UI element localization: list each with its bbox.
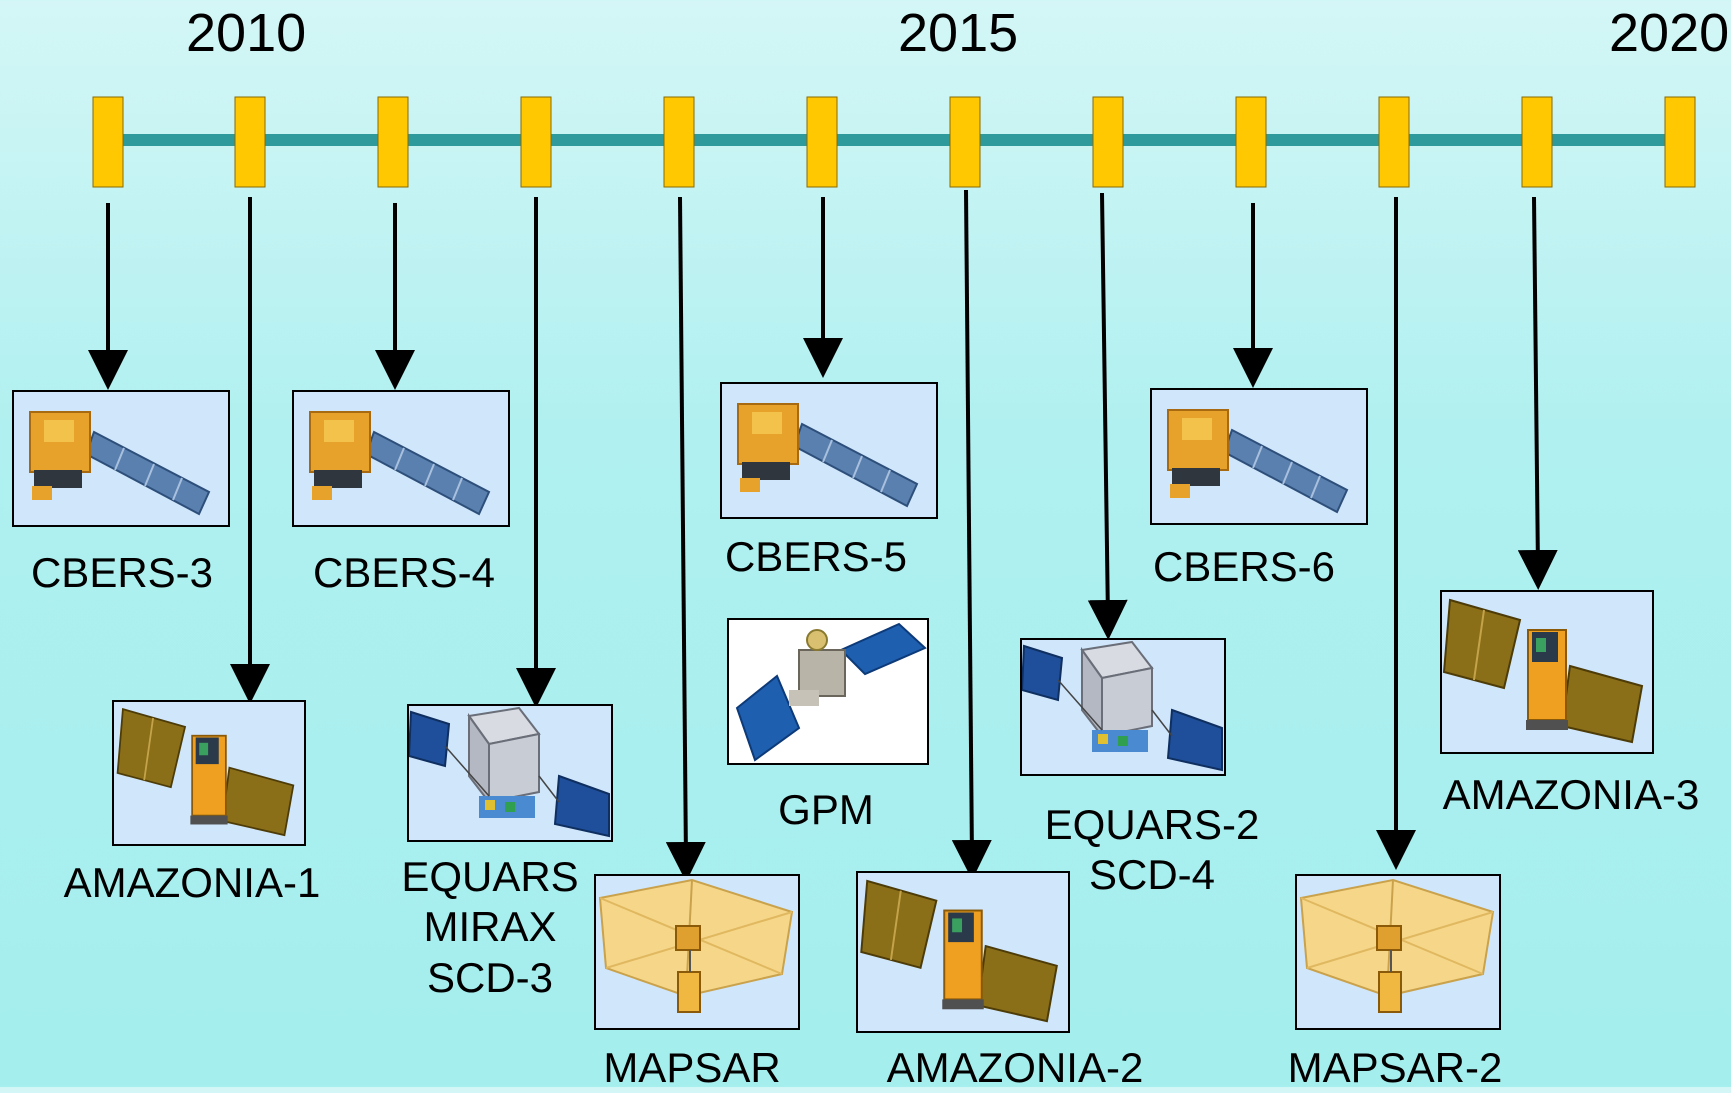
cbers-satellite-icon [309, 411, 491, 516]
gpm-image [727, 618, 929, 765]
amazonia-satellite-icon [1442, 598, 1644, 744]
amazonia2-image [856, 871, 1070, 1033]
label-cbers4: CBERS-4 [312, 549, 496, 596]
year-marker [806, 96, 838, 188]
year-marker [1521, 96, 1553, 188]
year-2020: 2020 [1609, 3, 1730, 63]
amazonia1-image [112, 700, 306, 846]
year-markers [92, 96, 1696, 188]
year-marker [949, 96, 981, 188]
label-cbers6: CBERS-6 [1152, 543, 1336, 590]
year-marker [92, 96, 124, 188]
amazonia-satellite-icon [116, 707, 295, 837]
label-amazonia3: AMAZONIA-3 [1442, 771, 1700, 818]
gpm-satellite-icon [735, 622, 927, 762]
launch-arrows [88, 189, 1558, 882]
mapsar2-image [1295, 874, 1501, 1030]
label-amazonia2: AMAZONIA-2 [886, 1044, 1144, 1091]
label-equars: EQUARS MIRAX SCD-3 [401, 853, 579, 1001]
year-marker [663, 96, 695, 188]
year-marker [234, 96, 266, 188]
year-marker [1235, 96, 1267, 188]
launch-arrow [1517, 196, 1558, 590]
label-equars2: EQUARS-2 SCD-4 [1044, 801, 1260, 899]
cbers-satellite-icon [29, 411, 211, 516]
mapsar-satellite-icon [1299, 878, 1495, 1013]
mapsar-image [594, 874, 800, 1030]
launch-arrow [1087, 192, 1128, 640]
cbers6-image [1150, 388, 1368, 525]
label-cbers3: CBERS-3 [30, 549, 214, 596]
year-2010: 2010 [186, 3, 307, 63]
amazonia3-image [1440, 590, 1654, 754]
equars2-image [1020, 638, 1226, 776]
cbers5-image [720, 382, 938, 519]
mapsar-satellite-icon [598, 878, 794, 1013]
timeline-bar [108, 134, 1682, 146]
label-cbers5: CBERS-5 [724, 533, 908, 580]
year-marker [1378, 96, 1410, 188]
launch-arrow [665, 196, 706, 882]
label-gpm: GPM [778, 786, 874, 833]
year-marker [1092, 96, 1124, 188]
equars-satellite-icon [1022, 640, 1223, 772]
cbers-satellite-icon [737, 403, 919, 508]
label-amazonia1: AMAZONIA-1 [63, 859, 321, 906]
label-mapsar2: MAPSAR-2 [1287, 1044, 1503, 1091]
launch-arrow [951, 189, 992, 880]
amazonia-satellite-icon [860, 879, 1058, 1023]
year-marker [520, 96, 552, 188]
year-marker [377, 96, 409, 188]
cbers-satellite-icon [1167, 409, 1349, 514]
equars-image [407, 704, 613, 842]
equars-satellite-icon [409, 706, 610, 838]
cbers4-image [292, 390, 510, 527]
year-marker [1664, 96, 1696, 188]
label-mapsar: MAPSAR [603, 1044, 781, 1091]
cbers3-image [12, 390, 230, 527]
year-2015: 2015 [898, 3, 1019, 63]
